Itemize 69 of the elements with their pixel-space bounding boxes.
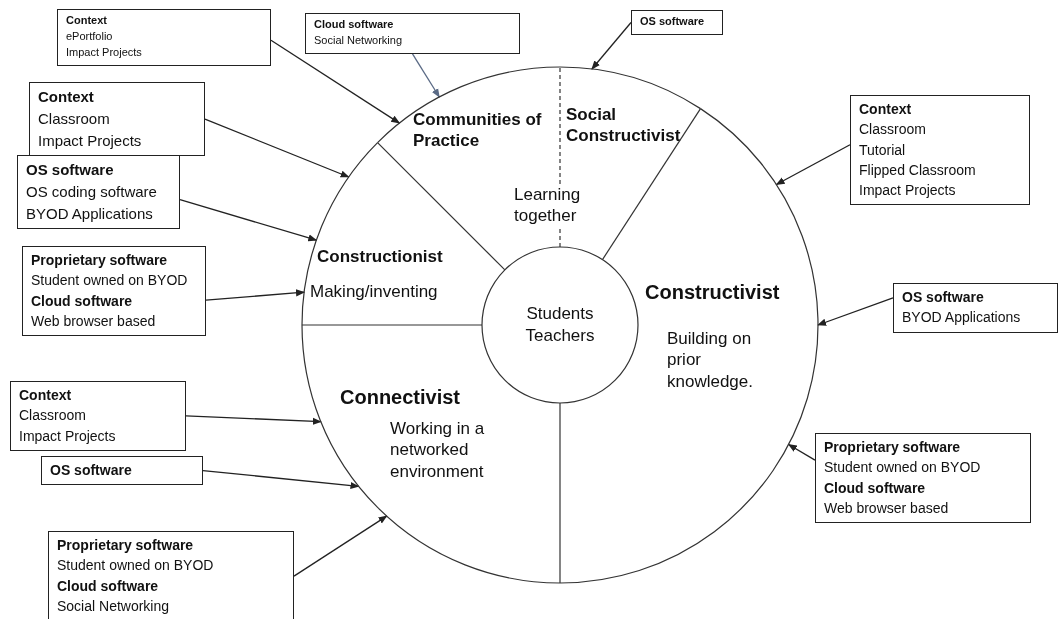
box-heading: Context <box>38 87 95 107</box>
box-item: Impact Projects <box>859 181 957 201</box>
box-heading: OS software <box>50 461 133 480</box>
box-heading: Cloud software <box>314 17 395 32</box>
box-item: Web browser based <box>31 311 157 331</box>
callout-box <box>48 531 294 619</box>
sector-title: Communities of Practice <box>413 109 543 152</box>
box-heading: Proprietary software <box>824 438 962 457</box>
arrow <box>179 198 318 242</box>
circle-label: Students <box>525 302 595 325</box>
box-item: BYOD Applications <box>26 203 154 224</box>
sector-text: Making/inventing <box>310 281 439 303</box>
sector-text: Building on prior knowledge. <box>667 328 754 392</box>
arrow <box>293 515 388 577</box>
callout-box <box>10 381 186 451</box>
box-item: Impact Projects <box>19 426 117 446</box>
box-item: Web browser based <box>824 498 950 518</box>
box-heading: Context <box>19 386 73 405</box>
arrow <box>204 118 350 178</box>
box-heading: Cloud software <box>57 576 160 596</box>
callout-box <box>17 155 180 230</box>
box-item: ePortfolio <box>66 28 114 44</box>
sector-title: Constructivist <box>645 280 781 305</box>
arrow <box>185 415 322 425</box>
box-item: Classroom <box>38 108 111 129</box>
box-item: Tutorial <box>859 140 907 160</box>
box-item: Student owned on BYOD <box>31 271 189 291</box>
callout-box <box>893 283 1058 333</box>
callout-box <box>631 10 723 35</box>
sector-title: Social Constructivist <box>566 104 682 147</box>
box-heading: Cloud software <box>824 478 927 498</box>
box-heading: Cloud software <box>31 291 134 311</box>
arrow <box>270 39 401 124</box>
box-heading: Context <box>66 13 108 28</box>
callout-box <box>850 95 1030 206</box>
box-item: OS coding software <box>26 181 158 202</box>
arrow <box>411 53 440 98</box>
box-item: Social Networking <box>314 32 404 48</box>
box-item: Impact Projects <box>66 44 143 60</box>
arrow <box>775 144 851 186</box>
arrow <box>787 443 816 461</box>
box-heading: OS software <box>902 288 985 307</box>
arrow <box>817 297 894 326</box>
box-item: Impact Projects <box>38 130 143 151</box>
arrow <box>591 21 632 70</box>
box-heading: Proprietary software <box>31 251 169 270</box>
sector-text: Working in a networked environment <box>390 418 486 482</box>
box-item: Flipped Classroom <box>859 160 977 180</box>
box-heading: OS software <box>640 14 706 29</box>
circle-label: Teachers <box>524 325 596 347</box>
callout-box <box>57 9 271 66</box>
box-item: Classroom <box>859 120 927 140</box>
box-item: Student owned on BYOD <box>824 458 982 478</box>
sector-title: Connectivist <box>340 385 462 410</box>
callout-box <box>305 13 520 54</box>
box-item: BYOD Applications <box>902 308 1022 328</box>
arrow <box>202 469 360 490</box>
callout-box <box>29 82 205 157</box>
arrow <box>205 289 305 301</box>
callout-box <box>815 433 1031 524</box>
sector-title: Constructionist <box>317 246 444 268</box>
box-item: Social Networking <box>57 596 171 616</box>
box-heading: Proprietary software <box>57 536 195 555</box>
box-item: Classroom <box>19 406 87 426</box>
box-item: Student owned on BYOD <box>57 556 215 576</box>
box-heading: Context <box>859 100 913 119</box>
box-heading: OS software <box>26 160 115 180</box>
callout-box <box>22 246 206 337</box>
callout-box <box>41 456 203 486</box>
